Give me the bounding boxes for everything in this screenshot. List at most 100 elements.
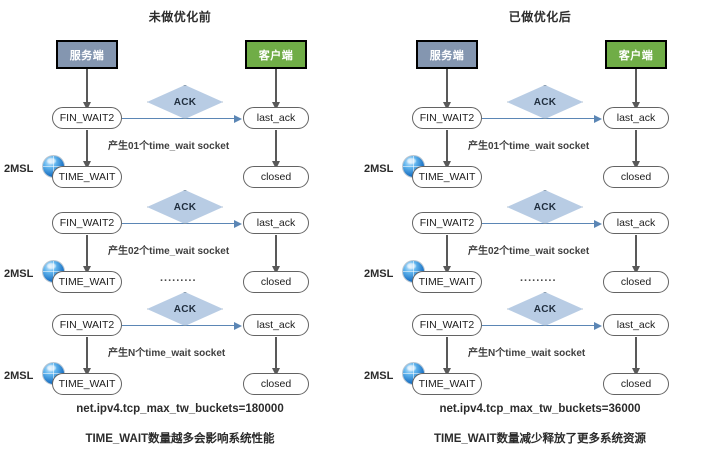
- globe-equator-2: [403, 271, 424, 272]
- fin-wait2-pill-3: FIN_WAIT2: [412, 314, 482, 336]
- fin-to-timewait-arrow-2: [442, 235, 451, 274]
- lastack-to-closed-arrow-3: [271, 337, 280, 376]
- ack-flow-arrow-3: [122, 320, 242, 332]
- ack-flow-arrow-1: [122, 113, 242, 125]
- ack-label-3: ACK: [173, 303, 197, 315]
- closed-label-3: closed: [620, 378, 652, 390]
- globe-equator-2: [43, 271, 64, 272]
- closed-pill-2: closed: [243, 271, 309, 293]
- cycle-ellipsis: .........: [520, 272, 557, 284]
- client-to-lastack-arrow-1: [271, 69, 280, 110]
- ack-flow-arrow-2: [122, 218, 242, 230]
- socket-note-1: 产生01个time_wait socket: [468, 141, 590, 152]
- last-ack-label-3: last_ack: [256, 319, 296, 331]
- globe-equator-1: [43, 166, 64, 167]
- globe-gloss-1: [407, 158, 416, 164]
- ack-flow-arrow-2: [482, 218, 602, 230]
- server-to-fin-arrow-1: [442, 69, 451, 110]
- panel-title-after: 已做优化后: [508, 10, 572, 24]
- closed-pill-3: closed: [603, 373, 669, 395]
- summary-caption: TIME_WAIT数量越多会影响系统性能: [85, 433, 275, 445]
- lastack-to-closed-arrow-1: [631, 130, 640, 169]
- lastack-to-closed-arrow-3: [631, 337, 640, 376]
- client-endpoint-label: 客户端: [618, 49, 654, 62]
- closed-pill-1: closed: [243, 166, 309, 188]
- msl-label-3: 2MSL: [4, 370, 34, 382]
- globe-gloss-1: [47, 158, 56, 164]
- fin-wait2-pill-1: FIN_WAIT2: [412, 107, 482, 129]
- closed-pill-1: closed: [603, 166, 669, 188]
- fin-to-timewait-arrow-1: [82, 130, 91, 169]
- last-ack-label-2: last_ack: [616, 217, 656, 229]
- closed-label-1: closed: [620, 171, 652, 183]
- client-to-lastack-arrow-1: [631, 69, 640, 110]
- fin-wait2-label-1: FIN_WAIT2: [59, 112, 115, 124]
- client-endpoint-box: 客户端: [245, 40, 307, 69]
- fin-wait2-pill-3: FIN_WAIT2: [52, 314, 122, 336]
- globe-gloss-2: [407, 263, 416, 269]
- socket-note-2: 产生02个time_wait socket: [108, 246, 230, 257]
- time-wait-pill-1: TIME_WAIT: [52, 166, 122, 188]
- socket-note-2: 产生02个time_wait socket: [468, 246, 590, 257]
- msl-label-1: 2MSL: [364, 163, 394, 175]
- time-wait-label-1: TIME_WAIT: [58, 171, 116, 183]
- last-ack-pill-3: last_ack: [243, 314, 309, 336]
- last-ack-pill-2: last_ack: [243, 212, 309, 234]
- globe-gloss-2: [47, 263, 56, 269]
- fin-wait2-pill-2: FIN_WAIT2: [412, 212, 482, 234]
- fin-to-timewait-arrow-2: [82, 235, 91, 274]
- panel-after: 已做优化后 服务端 客户端 FIN_WAIT2 last_ack ACK 产生0…: [360, 0, 720, 452]
- globe-equator-3: [403, 373, 424, 374]
- ack-flow-arrow-1: [482, 113, 602, 125]
- ack-flow-arrow-3: [482, 320, 602, 332]
- sysctl-caption: net.ipv4.tcp_max_tw_buckets=180000: [76, 403, 284, 415]
- sysctl-caption: net.ipv4.tcp_max_tw_buckets=36000: [439, 403, 641, 415]
- time-wait-label-1: TIME_WAIT: [418, 171, 476, 183]
- server-endpoint-label: 服务端: [69, 49, 105, 62]
- panel-title-before: 未做优化前: [148, 10, 212, 24]
- ack-label-3: ACK: [533, 303, 557, 315]
- panel-before: 未做优化前 服务端 客户端 FIN_WAIT2 last_ack ACK 产生0…: [4, 10, 309, 445]
- time-wait-pill-2: TIME_WAIT: [412, 271, 482, 293]
- fin-wait2-pill-1: FIN_WAIT2: [52, 107, 122, 129]
- socket-note-3: 产生N个time_wait socket: [468, 348, 586, 359]
- closed-pill-2: closed: [603, 271, 669, 293]
- closed-label-2: closed: [620, 276, 652, 288]
- last-ack-label-3: last_ack: [616, 319, 656, 331]
- server-endpoint-box: 服务端: [416, 40, 478, 69]
- fin-wait2-label-2: FIN_WAIT2: [59, 217, 115, 229]
- ack-label-1: ACK: [173, 96, 197, 108]
- ack-diamond-2: ACK: [507, 190, 583, 224]
- fin-wait2-label-2: FIN_WAIT2: [419, 217, 475, 229]
- client-endpoint-label: 客户端: [258, 49, 294, 62]
- last-ack-pill-1: last_ack: [603, 107, 669, 129]
- time-wait-label-2: TIME_WAIT: [58, 276, 116, 288]
- closed-label-2: closed: [260, 276, 292, 288]
- lastack-to-closed-arrow-1: [271, 130, 280, 169]
- ack-diamond-1: ACK: [147, 85, 223, 119]
- last-ack-pill-3: last_ack: [603, 314, 669, 336]
- time-wait-pill-3: TIME_WAIT: [412, 373, 482, 395]
- socket-note-3: 产生N个time_wait socket: [108, 348, 226, 359]
- fin-wait2-label-1: FIN_WAIT2: [419, 112, 475, 124]
- fin-to-timewait-arrow-1: [442, 130, 451, 169]
- ack-label-2: ACK: [173, 201, 197, 213]
- fin-wait2-pill-2: FIN_WAIT2: [52, 212, 122, 234]
- globe-gloss-3: [47, 365, 56, 371]
- msl-label-2: 2MSL: [4, 268, 34, 280]
- fin-to-timewait-arrow-3: [442, 337, 451, 376]
- fin-wait2-label-3: FIN_WAIT2: [59, 319, 115, 331]
- globe-equator-1: [403, 166, 424, 167]
- client-endpoint-box: 客户端: [605, 40, 667, 69]
- closed-label-1: closed: [260, 171, 292, 183]
- msl-label-1: 2MSL: [4, 163, 34, 175]
- time-wait-pill-3: TIME_WAIT: [52, 373, 122, 395]
- cycle-ellipsis: .........: [160, 272, 197, 284]
- ack-label-1: ACK: [533, 96, 557, 108]
- last-ack-pill-2: last_ack: [603, 212, 669, 234]
- last-ack-pill-1: last_ack: [243, 107, 309, 129]
- lastack-to-closed-arrow-2: [631, 235, 640, 274]
- last-ack-label-1: last_ack: [616, 112, 656, 124]
- fin-wait2-label-3: FIN_WAIT2: [419, 319, 475, 331]
- globe-equator-3: [43, 373, 64, 374]
